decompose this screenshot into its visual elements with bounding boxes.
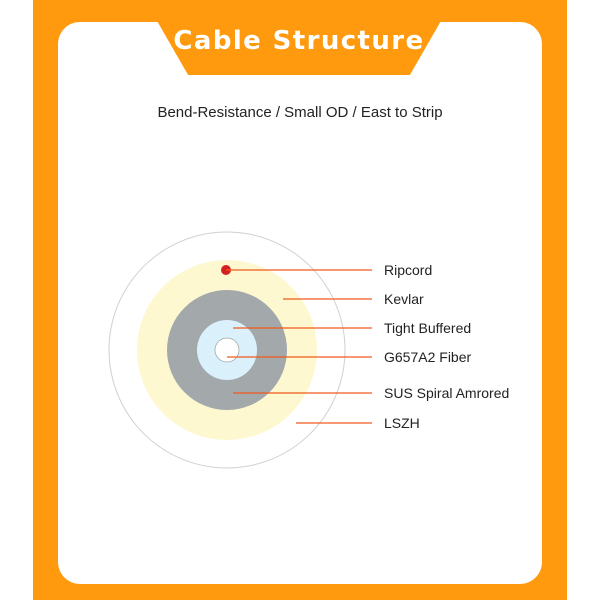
title-tab — [145, 0, 453, 75]
label-lszh: LSZH — [384, 415, 420, 431]
label-fiber: G657A2 Fiber — [384, 349, 472, 365]
page-title: Cable Structure — [173, 26, 425, 56]
subtitle: Bend-Resistance / Small OD / East to Str… — [157, 104, 443, 121]
label-ripcord: Ripcord — [384, 262, 433, 278]
label-tight-buffered: Tight Buffered — [384, 320, 472, 336]
label-sus-armor: SUS Spiral Amrored — [384, 385, 510, 401]
label-kevlar: Kevlar — [384, 291, 424, 307]
fiber-core — [214, 337, 240, 363]
